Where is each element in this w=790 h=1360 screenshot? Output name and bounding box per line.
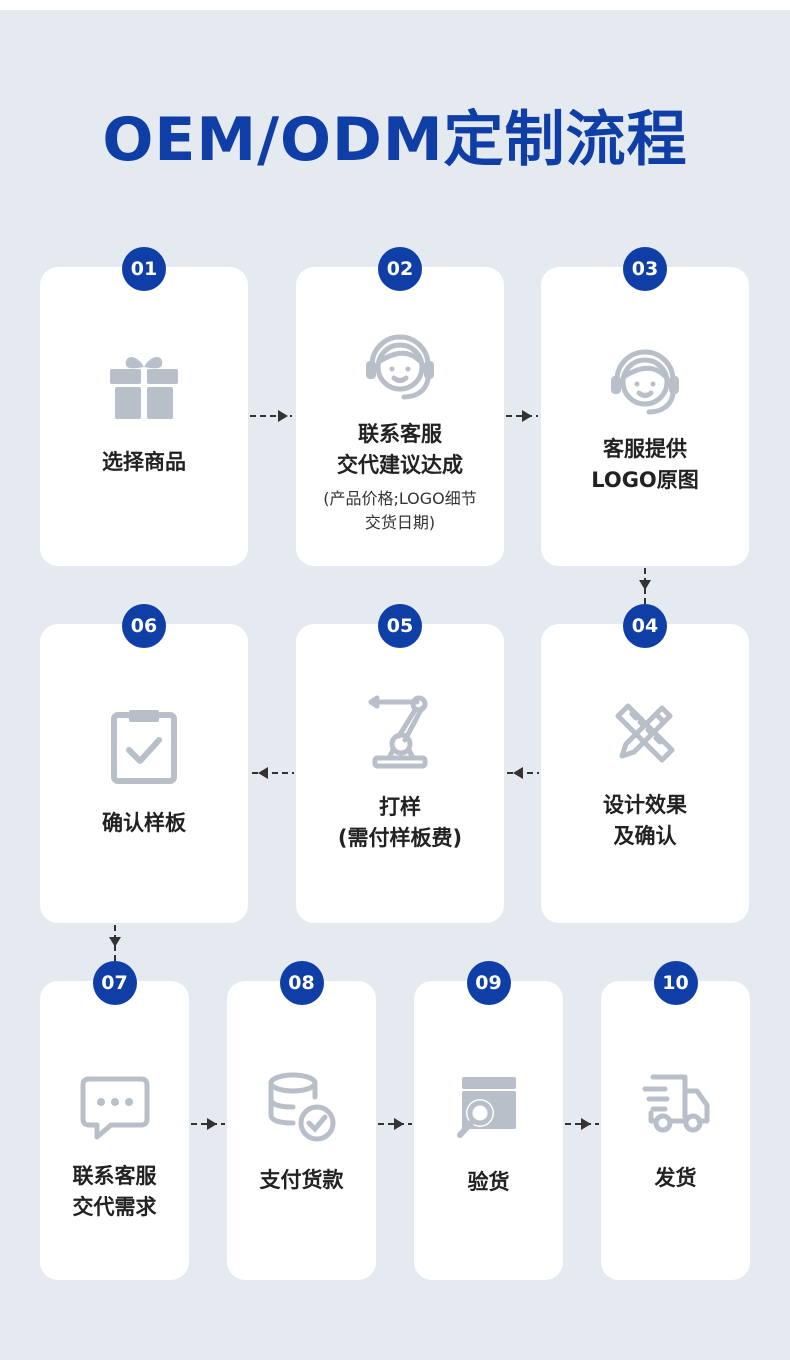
step-number-badge: 07 (92, 961, 137, 1005)
step-number-badge: 08 (279, 961, 324, 1005)
top-strip (0, 0, 790, 10)
step-label: 确认样板 (102, 811, 186, 835)
step-label: 联系客服 交代需求 (72, 1164, 157, 1219)
connector-arrow-01-02 (250, 410, 292, 422)
customer-service-icon (611, 349, 679, 415)
connector-arrow-05-06 (252, 767, 294, 779)
step-sublabel: (产品价格;LOGO细节 交货日期) (323, 489, 477, 532)
step-card-04: 04 设计效果 及确认 (541, 604, 749, 923)
step-number-badge: 03 (623, 247, 667, 291)
connector-arrow-09-10 (565, 1118, 599, 1130)
step-card-03: 03 客服提供 LOGO原图 (541, 247, 749, 566)
step-number-badge: 02 (378, 247, 422, 291)
step-card-07: 07 联系客服 交代需求 (40, 961, 189, 1280)
delivery-truck-icon (642, 1074, 709, 1133)
step-card-01: 01 选择商品 (40, 247, 248, 566)
step-card-10: 10 发货 (601, 961, 750, 1280)
box-search-icon (456, 1077, 516, 1138)
step-label: 客服提供 LOGO原图 (591, 437, 699, 492)
step-label: 验货 (467, 1170, 510, 1194)
step-number-badge: 01 (122, 247, 166, 291)
step-card-08: 08 支付货款 (227, 961, 376, 1280)
robot-arm-icon (368, 695, 428, 769)
step-number-badge: 06 (122, 604, 166, 648)
connector-arrow-07-08 (191, 1118, 225, 1130)
step-label: 支付货款 (259, 1168, 344, 1192)
step-label: 发货 (654, 1166, 697, 1190)
step-number-badge: 09 (466, 961, 511, 1005)
step-label: 打样 (需付样板费) (337, 795, 463, 850)
clipboard-check-icon (111, 710, 177, 784)
gift-icon (110, 357, 178, 419)
step-number-badge: 05 (378, 604, 422, 648)
connector-arrow-08-09 (378, 1118, 412, 1130)
connector-arrow-06-07 (109, 925, 121, 963)
ruler-pencil-icon (615, 703, 675, 763)
step-card-05: 05 打样 (需付样板费) (296, 604, 504, 923)
step-card-09: 09 验货 (414, 961, 563, 1280)
connector-arrow-02-03 (506, 410, 538, 422)
connector-arrow-04-05 (507, 767, 539, 779)
step-label: 设计效果 及确认 (603, 793, 687, 848)
customer-service-icon (366, 334, 434, 400)
step-card-06: 06 确认样板 (40, 604, 248, 923)
step-label: 选择商品 (102, 450, 186, 474)
chat-bubble-icon (80, 1076, 149, 1140)
step-number-badge: 10 (653, 961, 698, 1005)
step-label: 联系客服 交代建议达成 (337, 422, 463, 477)
coins-check-icon (268, 1072, 335, 1142)
page-title: OEM/ODM定制流程 (102, 105, 688, 175)
connector-arrow-03-04 (639, 568, 651, 606)
step-number-badge: 04 (623, 604, 667, 648)
step-card-02: 02 联系客服 交代建议达成 (产品价格;LOGO细节 交货日期) (296, 247, 504, 566)
